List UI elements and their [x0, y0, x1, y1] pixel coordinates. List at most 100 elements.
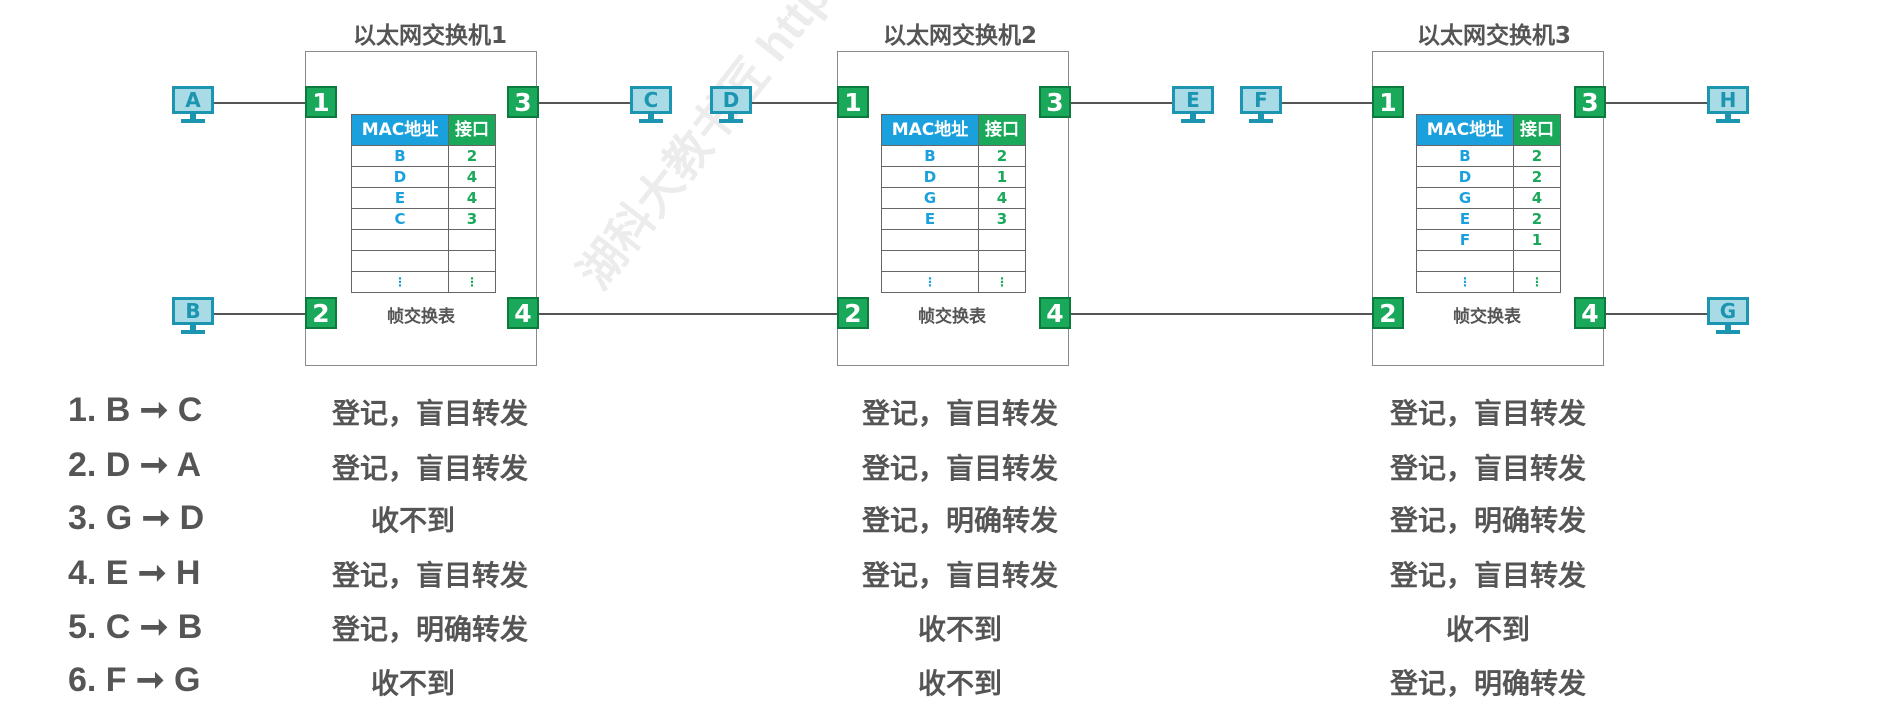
port-cell: 2 [978, 145, 1026, 167]
switch3-table-caption: 帧交换表 [1453, 307, 1521, 327]
host-c-computer-icon: C [630, 86, 672, 124]
switch2-table-caption: 帧交换表 [918, 307, 986, 327]
case-label-2: 2. D ➞ A [68, 446, 202, 484]
table-row-ellipsis: ⋮⋮ [351, 271, 496, 293]
case-label-3: 3. G ➞ D [68, 499, 205, 537]
port-cell: 1 [978, 166, 1026, 188]
switch3-title: 以太网交换机3 [1416, 23, 1571, 49]
table-row-ellipsis: ⋮⋮ [881, 271, 1026, 293]
link-a-sw1 [213, 102, 307, 104]
port-cell: 2 [1513, 208, 1561, 230]
mac-cell: E [881, 208, 979, 230]
host-e-computer-icon: E [1172, 86, 1214, 124]
switch3-port-3: 3 [1574, 86, 1606, 118]
port-header: 接口 [1513, 114, 1561, 146]
case6-switch1-result: 收不到 [370, 667, 455, 700]
port-cell: 4 [978, 187, 1026, 209]
host-g-computer-icon: G [1707, 297, 1749, 335]
ellipsis-cell: ⋮ [1513, 271, 1561, 293]
host-label: A [172, 86, 214, 114]
mac-address-header: MAC地址 [351, 114, 449, 146]
link-f-sw3 [1270, 102, 1374, 104]
mac-cell: D [351, 166, 449, 188]
case2-switch3-result: 登记，盲目转发 [1389, 452, 1586, 485]
port-cell: 4 [1513, 187, 1561, 209]
host-label: G [1707, 297, 1749, 325]
ellipsis-cell: ⋮ [1416, 271, 1514, 293]
case6-switch3-result: 登记，明确转发 [1389, 667, 1586, 700]
switch1-title: 以太网交换机1 [352, 23, 507, 49]
link-sw3-g [1604, 313, 1710, 315]
mac-address-header: MAC地址 [1416, 114, 1514, 146]
case4-switch1-result: 登记，盲目转发 [331, 559, 528, 592]
mac-cell [351, 229, 449, 251]
switch3-port-2: 2 [1372, 297, 1404, 329]
switch1-port-2: 2 [305, 297, 337, 329]
switch3-port-1: 1 [1372, 86, 1404, 118]
ellipsis-cell: ⋮ [978, 271, 1026, 293]
link-sw3-h [1604, 102, 1710, 104]
case-label-1: 1. B ➞ C [68, 391, 203, 429]
mac-cell [351, 250, 449, 272]
table-row [881, 250, 1026, 272]
mac-cell: E [1416, 208, 1514, 230]
case4-switch2-result: 登记，盲目转发 [861, 559, 1058, 592]
switch2-port-2: 2 [837, 297, 869, 329]
host-label: E [1172, 86, 1214, 114]
mac-cell [1416, 250, 1514, 272]
mac-cell: E [351, 187, 449, 209]
mac-cell: C [351, 208, 449, 230]
switch2-port-3: 3 [1039, 86, 1071, 118]
mac-cell: B [1416, 145, 1514, 167]
table-row [351, 250, 496, 272]
link-sw1-c [538, 102, 630, 104]
case-label-5: 5. C ➞ B [68, 608, 203, 646]
case-label-4: 4. E ➞ H [68, 554, 201, 592]
link-sw1-sw2 [538, 313, 842, 315]
mac-cell [881, 229, 979, 251]
mac-cell: B [881, 145, 979, 167]
switch1-port-4: 4 [507, 297, 539, 329]
port-cell [1513, 250, 1561, 272]
link-d-sw2 [740, 102, 840, 104]
host-label: B [172, 297, 214, 325]
switch2-port-1: 1 [837, 86, 869, 118]
port-header: 接口 [978, 114, 1026, 146]
switch1-port-1: 1 [305, 86, 337, 118]
switch1-port-3: 3 [507, 86, 539, 118]
case2-switch1-result: 登记，盲目转发 [331, 452, 528, 485]
port-cell: 2 [1513, 166, 1561, 188]
port-cell: 2 [448, 145, 496, 167]
case3-switch2-result: 登记，明确转发 [861, 504, 1058, 537]
case1-switch3-result: 登记，盲目转发 [1389, 397, 1586, 430]
switch3-port-4: 4 [1574, 297, 1606, 329]
port-cell: 3 [978, 208, 1026, 230]
link-b-sw1 [213, 313, 307, 315]
ellipsis-cell: ⋮ [881, 271, 979, 293]
port-cell: 4 [448, 166, 496, 188]
host-d-computer-icon: D [710, 86, 752, 124]
case5-switch1-result: 登记，明确转发 [331, 613, 528, 646]
mac-cell: F [1416, 229, 1514, 251]
case1-switch1-result: 登记，盲目转发 [331, 397, 528, 430]
port-cell: 3 [448, 208, 496, 230]
host-f-computer-icon: F [1240, 86, 1282, 124]
case2-switch2-result: 登记，盲目转发 [861, 452, 1058, 485]
case5-switch2-result: 收不到 [917, 613, 1002, 646]
case1-switch2-result: 登记，盲目转发 [861, 397, 1058, 430]
port-cell [448, 250, 496, 272]
port-cell [978, 250, 1026, 272]
switch1-table-caption: 帧交换表 [387, 307, 455, 327]
case-label-6: 6. F ➞ G [68, 661, 201, 699]
